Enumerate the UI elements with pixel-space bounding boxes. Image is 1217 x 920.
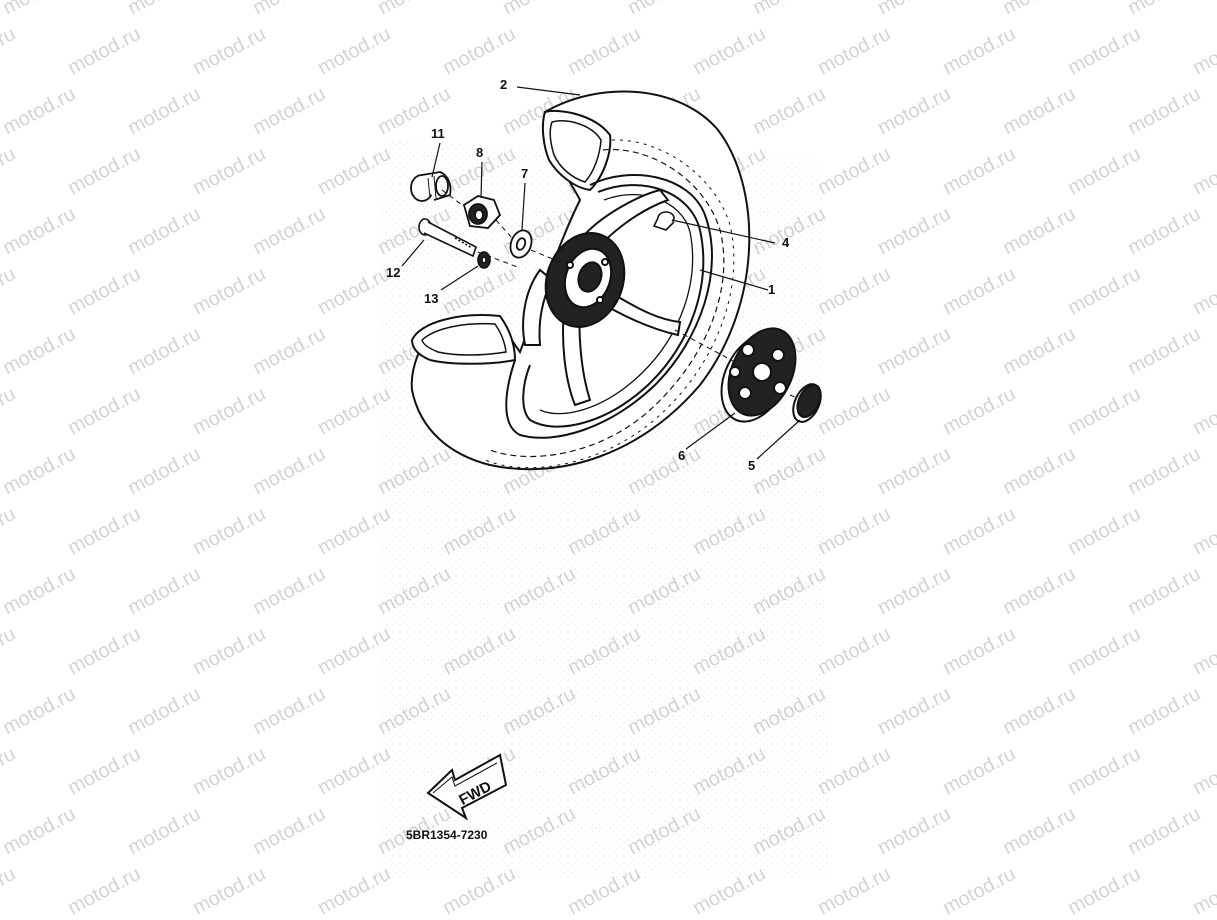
- callout-11: 11: [431, 126, 445, 141]
- callout-1: 1: [768, 282, 775, 297]
- document-number: 5BR1354-7230: [406, 828, 488, 842]
- callout-7: 7: [521, 166, 528, 181]
- callout-5: 5: [748, 458, 755, 473]
- callout-13: 13: [424, 291, 438, 306]
- valve-part-4: [652, 211, 675, 231]
- callout-4: 4: [782, 235, 790, 250]
- collar-part-11: [410, 171, 452, 202]
- callout-8: 8: [476, 145, 483, 160]
- washer-part-5: [792, 383, 822, 423]
- washer-part-13: [477, 251, 491, 269]
- washer-part-7: [509, 229, 533, 259]
- wheel-rim-part-1: [522, 184, 705, 428]
- nut-part-8: [462, 195, 502, 229]
- callout-12: 12: [386, 265, 400, 280]
- bolt-part-12: [418, 218, 477, 258]
- callout-leaders: [401, 86, 801, 460]
- damper-part-6: [720, 327, 797, 423]
- callout-6: 6: [678, 448, 685, 463]
- assembly-axis-lines: [441, 189, 798, 399]
- callout-2: 2: [500, 77, 507, 92]
